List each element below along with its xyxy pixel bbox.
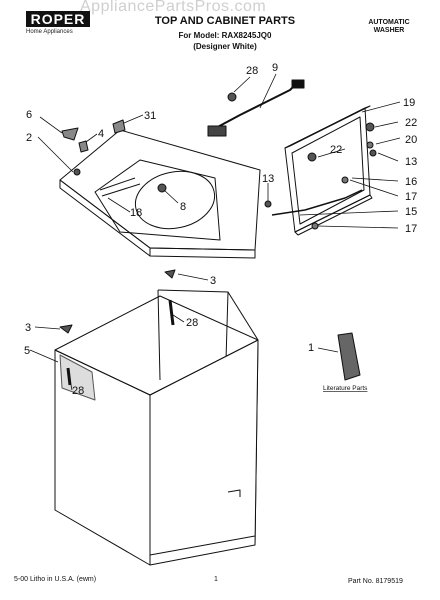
screw-13-left <box>264 200 272 208</box>
callout-4: 4 <box>98 128 104 140</box>
callout-3-top: 3 <box>210 275 216 287</box>
logo-subtitle: Home Appliances <box>26 29 73 35</box>
screw-28-low <box>66 367 72 386</box>
literature-label: Literature Parts <box>323 385 368 392</box>
spring-clip-4 <box>78 140 89 153</box>
callout-31: 31 <box>144 110 156 122</box>
callout-9: 9 <box>272 62 278 74</box>
page-title: TOP AND CABINET PARTS <box>154 15 296 27</box>
bumper-22-lid <box>307 152 317 162</box>
model-line: For Model: RAX8245JQ0 <box>178 31 272 40</box>
callout-22-lid: 22 <box>330 144 342 156</box>
hinge-rod <box>271 189 363 216</box>
lid-switch <box>207 125 227 137</box>
brand-logo: ROPER <box>26 11 90 27</box>
callout-22-top: 22 <box>405 117 417 129</box>
callout-19: 19 <box>403 97 415 109</box>
callout-6: 6 <box>26 109 32 121</box>
screw-28-mid <box>168 299 175 326</box>
washer-top <box>59 129 261 259</box>
foot-3-side <box>59 324 73 334</box>
callout-20: 20 <box>405 134 417 146</box>
cabinet <box>54 289 259 566</box>
print-info: 5-00 Litho in U.S.A. (ewm) <box>14 576 97 583</box>
callout-28: 28 <box>246 65 258 77</box>
wire-harness <box>211 81 299 131</box>
screw-13-right <box>369 149 377 157</box>
screw-2 <box>73 168 81 176</box>
clip-31 <box>112 119 126 134</box>
appliance-type-line-1: AUTOMATIC <box>368 19 410 26</box>
variant-line: (Designer White) <box>193 42 257 51</box>
service-panel <box>59 354 96 401</box>
harness-connector <box>291 79 305 89</box>
callout-28-mid: 28 <box>186 317 198 329</box>
callout-5: 5 <box>24 345 30 357</box>
page-number: 1 <box>214 576 218 583</box>
callout-18: 18 <box>130 207 142 219</box>
callout-1: 1 <box>308 342 314 354</box>
callout-13-left: 13 <box>262 173 274 185</box>
callout-17-a: 17 <box>405 191 417 203</box>
callout-17-b: 17 <box>405 223 417 235</box>
callout-3-side: 3 <box>25 322 31 334</box>
watermark: AppliancePartsPros.com <box>80 0 267 15</box>
callout-8: 8 <box>180 201 186 213</box>
hinge-bracket-6 <box>61 127 79 141</box>
washer-lid <box>284 105 373 236</box>
appliance-type-line-2: WASHER <box>373 27 405 34</box>
callout-16: 16 <box>405 176 417 188</box>
clip-17-a <box>341 176 349 184</box>
callout-28-low: 28 <box>72 385 84 397</box>
bumper-22-top <box>365 122 375 132</box>
bushing-20 <box>366 141 374 149</box>
part-number: Part No. 8179519 <box>348 578 403 585</box>
callout-15: 15 <box>405 206 417 218</box>
callout-labels: 28 9 19 6 31 22 4 2 20 22 13 8 13 16 17 … <box>24 62 417 397</box>
callout-2: 2 <box>26 132 32 144</box>
foot-3-top <box>164 269 176 279</box>
callout-13-right: 13 <box>405 156 417 168</box>
clip-17-b <box>311 222 319 230</box>
appliance-type: AUTOMATIC WASHER <box>362 19 416 35</box>
literature-booklet <box>337 332 361 381</box>
screw-28-top <box>227 92 237 102</box>
